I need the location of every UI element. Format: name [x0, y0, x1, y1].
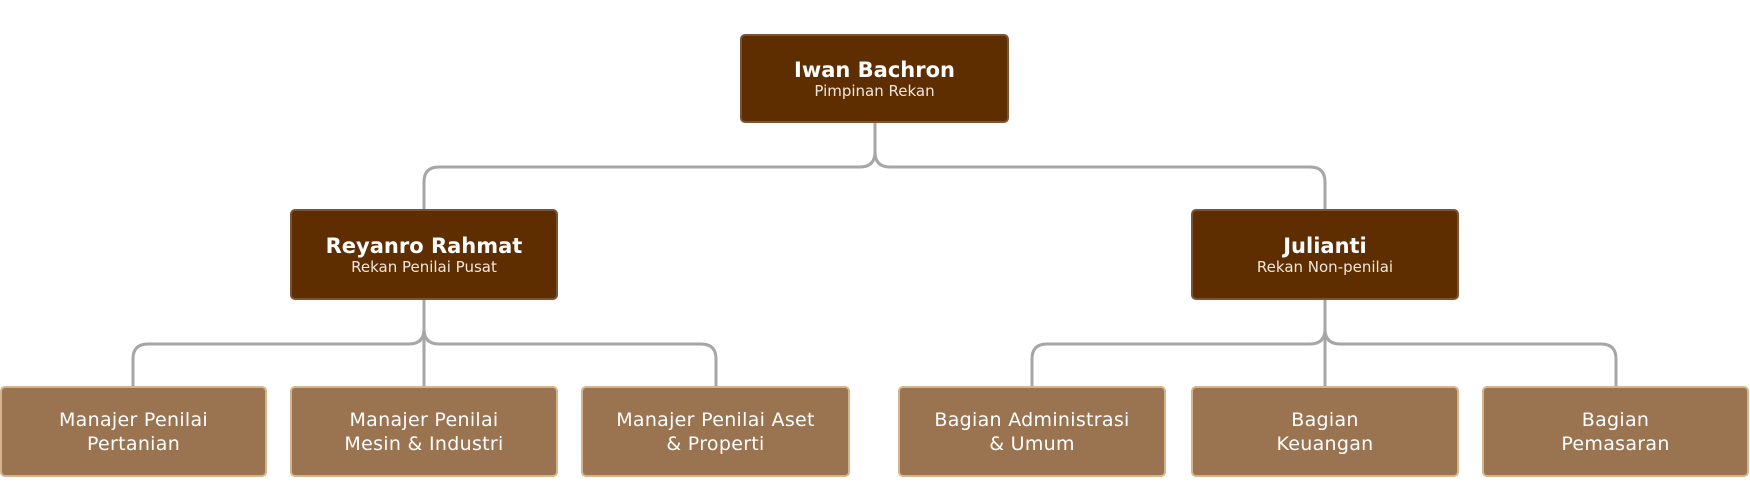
unit-line1: Manajer Penilai [58, 408, 209, 431]
node-unit-administrasi[interactable]: Bagian Administrasi & Umum [898, 386, 1166, 477]
node-name: Reyanro Rahmat [325, 233, 523, 258]
node-unit-aset-properti[interactable]: Manajer Penilai Aset & Properti [581, 386, 850, 477]
node-manager-julianti[interactable]: Julianti Rekan Non-penilai [1191, 209, 1459, 300]
node-name: Julianti [1283, 233, 1367, 258]
node-role: Rekan Non-penilai [1256, 257, 1394, 276]
unit-line1: Bagian [1291, 408, 1359, 431]
connector-left-unit1 [131, 300, 426, 386]
node-unit-pertanian[interactable]: Manajer Penilai Pertanian [0, 386, 267, 477]
unit-line1: Manajer Penilai [349, 408, 499, 431]
node-manager-reyanro[interactable]: Reyanro Rahmat Rekan Penilai Pusat [290, 209, 558, 300]
connector-root-right [873, 151, 1327, 209]
connector-root-left [422, 123, 877, 209]
unit-line2: & Properti [666, 432, 765, 455]
unit-line1: Manajer Penilai Aset [616, 408, 815, 431]
node-unit-keuangan[interactable]: Bagian Keuangan [1191, 386, 1459, 477]
unit-line2: Mesin & Industri [344, 432, 504, 455]
node-unit-pemasaran[interactable]: Bagian Pemasaran [1482, 386, 1749, 477]
node-name: Iwan Bachron [794, 57, 955, 82]
unit-line2: Pertanian [86, 432, 181, 455]
node-unit-mesin-industri[interactable]: Manajer Penilai Mesin & Industri [290, 386, 558, 477]
connector-right-unit3 [1323, 328, 1618, 386]
unit-line2: Keuangan [1276, 432, 1374, 455]
connector-right-unit1 [1030, 300, 1327, 386]
unit-line1: Bagian Administrasi [934, 408, 1130, 431]
unit-line2: Pemasaran [1561, 432, 1670, 455]
unit-line2: & Umum [989, 432, 1075, 455]
node-role: Rekan Penilai Pusat [351, 257, 497, 276]
node-role: Pimpinan Rekan [814, 81, 935, 100]
unit-line1: Bagian [1581, 408, 1650, 431]
connector-left-unit3 [422, 328, 718, 386]
node-root[interactable]: Iwan Bachron Pimpinan Rekan [740, 34, 1009, 123]
